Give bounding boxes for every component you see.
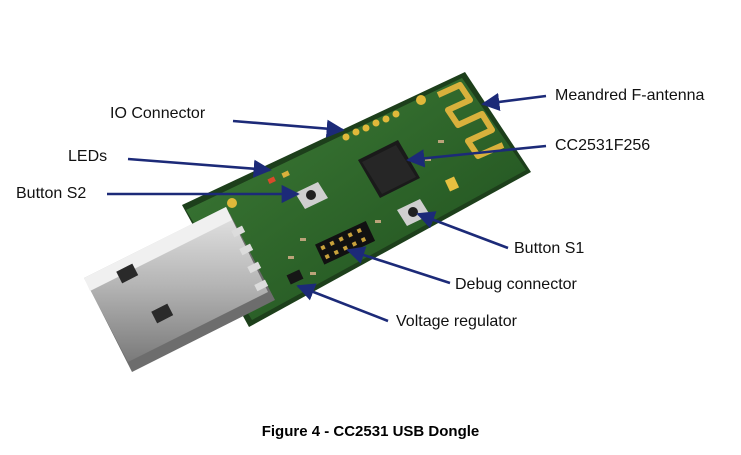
arrow-io-connector bbox=[232, 119, 345, 138]
arrow-leds bbox=[127, 157, 272, 178]
figure-caption: Figure 4 - CC2531 USB Dongle bbox=[261, 423, 480, 440]
label-button-s1: Button S1 bbox=[514, 240, 585, 257]
label-cc2531: CC2531F256 bbox=[555, 137, 651, 154]
arrow-meandred-antenna bbox=[481, 92, 547, 111]
label-voltage-regulator: Voltage regulator bbox=[396, 313, 517, 330]
label-button-s2: Button S2 bbox=[16, 185, 87, 202]
arrow-voltage-regulator bbox=[296, 283, 389, 323]
usb-connector bbox=[84, 207, 275, 372]
arrow-debug-connector bbox=[346, 246, 451, 285]
arrow-cc2531 bbox=[406, 144, 547, 168]
pcb-board bbox=[182, 72, 531, 327]
label-io-connector: IO Connector bbox=[110, 105, 206, 122]
callout-arrows bbox=[107, 92, 547, 323]
label-meandred-antenna: Meandred F-antenna bbox=[555, 87, 705, 104]
label-debug-connector: Debug connector bbox=[455, 276, 577, 293]
label-leds: LEDs bbox=[68, 148, 108, 165]
arrow-button-s1 bbox=[416, 211, 509, 250]
